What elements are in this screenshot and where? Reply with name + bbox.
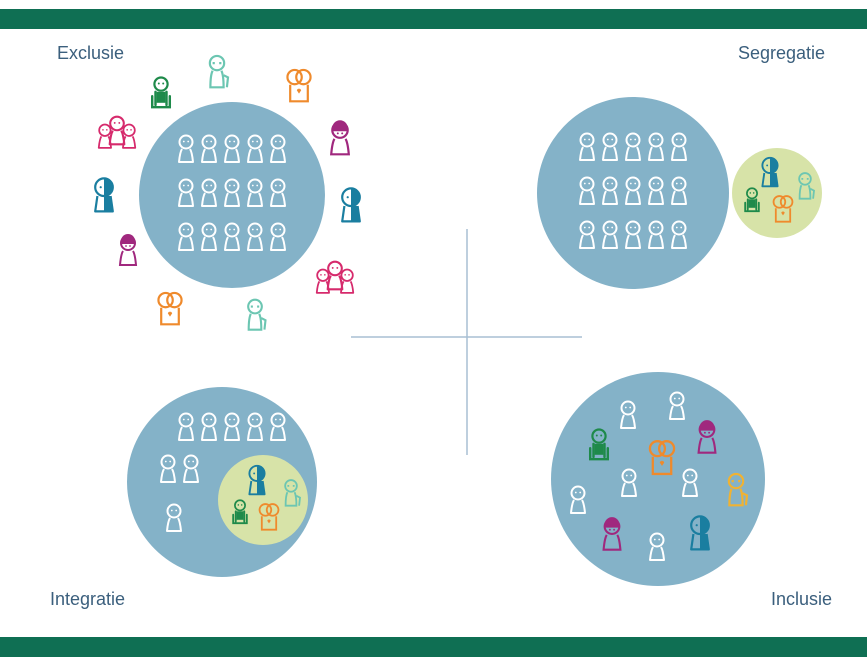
- wheelchair-person-icon: [232, 499, 248, 525]
- family-icon: [97, 115, 137, 149]
- group-member-icon: [247, 134, 263, 163]
- cane-person-icon: [247, 298, 267, 331]
- group-member-icon: [602, 220, 618, 249]
- group-member-icon: [224, 134, 240, 163]
- majority-circle: [139, 102, 325, 288]
- group-member-icon: [625, 220, 641, 249]
- segregatie-quadrant: [537, 97, 822, 289]
- group-member-icon: [201, 222, 217, 251]
- headscarf-person-icon: [329, 120, 351, 156]
- majority-circle: [537, 97, 729, 289]
- two-faced-person-icon: [761, 156, 779, 188]
- wheelchair-person-icon: [588, 428, 610, 461]
- double-head-person-icon: [286, 68, 312, 103]
- group-member-icon: [602, 132, 618, 161]
- inclusie-quadrant: [551, 372, 765, 586]
- inclusive-circle: [551, 372, 765, 586]
- double-head-person-icon: [648, 440, 676, 476]
- family-member-icon: [326, 260, 344, 291]
- group-member-icon: [178, 134, 194, 163]
- group-member-icon: [671, 132, 687, 161]
- group-member-icon: [270, 134, 286, 163]
- minority-circle: [732, 148, 822, 238]
- two-faced-person-icon: [690, 515, 710, 551]
- headscarf-person-icon: [602, 517, 622, 551]
- group-member-icon: [224, 178, 240, 207]
- label-exclusie: Exclusie: [57, 43, 125, 63]
- top-banner: [0, 9, 867, 29]
- family-icon: [315, 260, 355, 294]
- group-member-icon: [178, 178, 194, 207]
- label-integratie: Integratie: [50, 589, 126, 609]
- integratie-quadrant: [127, 387, 317, 577]
- group-member-icon: [602, 176, 618, 205]
- group-member-icon: [224, 412, 240, 441]
- group-member-icon: [648, 176, 664, 205]
- double-head-person-icon: [258, 503, 280, 531]
- group-member-icon: [160, 454, 176, 483]
- group-member-icon: [166, 503, 182, 532]
- family-member-icon: [108, 115, 126, 146]
- group-member-icon: [649, 532, 665, 561]
- wheelchair-person-icon: [150, 76, 172, 109]
- label-inclusie: Inclusie: [771, 589, 833, 609]
- group-member-icon: [579, 220, 595, 249]
- group-member-icon: [620, 400, 636, 429]
- cane-person-icon: [727, 472, 749, 507]
- group-member-icon: [625, 176, 641, 205]
- group-member-icon: [224, 222, 240, 251]
- group-member-icon: [183, 454, 199, 483]
- group-member-icon: [671, 176, 687, 205]
- group-member-icon: [247, 222, 263, 251]
- two-faced-person-icon: [248, 464, 266, 496]
- group-member-icon: [201, 412, 217, 441]
- group-member-icon: [270, 412, 286, 441]
- label-segregatie: Segregatie: [738, 43, 826, 63]
- group-member-icon: [247, 412, 263, 441]
- group-member-icon: [201, 178, 217, 207]
- quadrant-cross: [351, 229, 582, 455]
- wheelchair-person-icon: [744, 187, 760, 213]
- group-member-icon: [270, 178, 286, 207]
- group-member-icon: [648, 220, 664, 249]
- group-member-icon: [178, 412, 194, 441]
- two-faced-person-icon: [341, 187, 361, 223]
- group-member-icon: [648, 132, 664, 161]
- group-member-icon: [579, 132, 595, 161]
- double-head-person-icon: [772, 195, 794, 223]
- group-member-icon: [270, 222, 286, 251]
- group-member-icon: [579, 176, 595, 205]
- group-member-icon: [570, 485, 586, 514]
- cane-person-icon: [284, 479, 301, 507]
- group-member-icon: [669, 391, 685, 420]
- group-member-icon: [682, 468, 698, 497]
- group-member-icon: [671, 220, 687, 249]
- group-member-icon: [201, 134, 217, 163]
- headscarf-person-icon: [697, 420, 717, 454]
- group-member-icon: [247, 178, 263, 207]
- cane-person-icon: [798, 172, 815, 200]
- two-faced-person-icon: [94, 177, 114, 213]
- group-member-icon: [178, 222, 194, 251]
- exclusie-quadrant: [94, 54, 361, 331]
- group-member-icon: [621, 468, 637, 497]
- headscarf-person-icon: [118, 234, 138, 266]
- group-member-icon: [625, 132, 641, 161]
- cane-person-icon: [208, 54, 230, 89]
- double-head-person-icon: [157, 291, 183, 326]
